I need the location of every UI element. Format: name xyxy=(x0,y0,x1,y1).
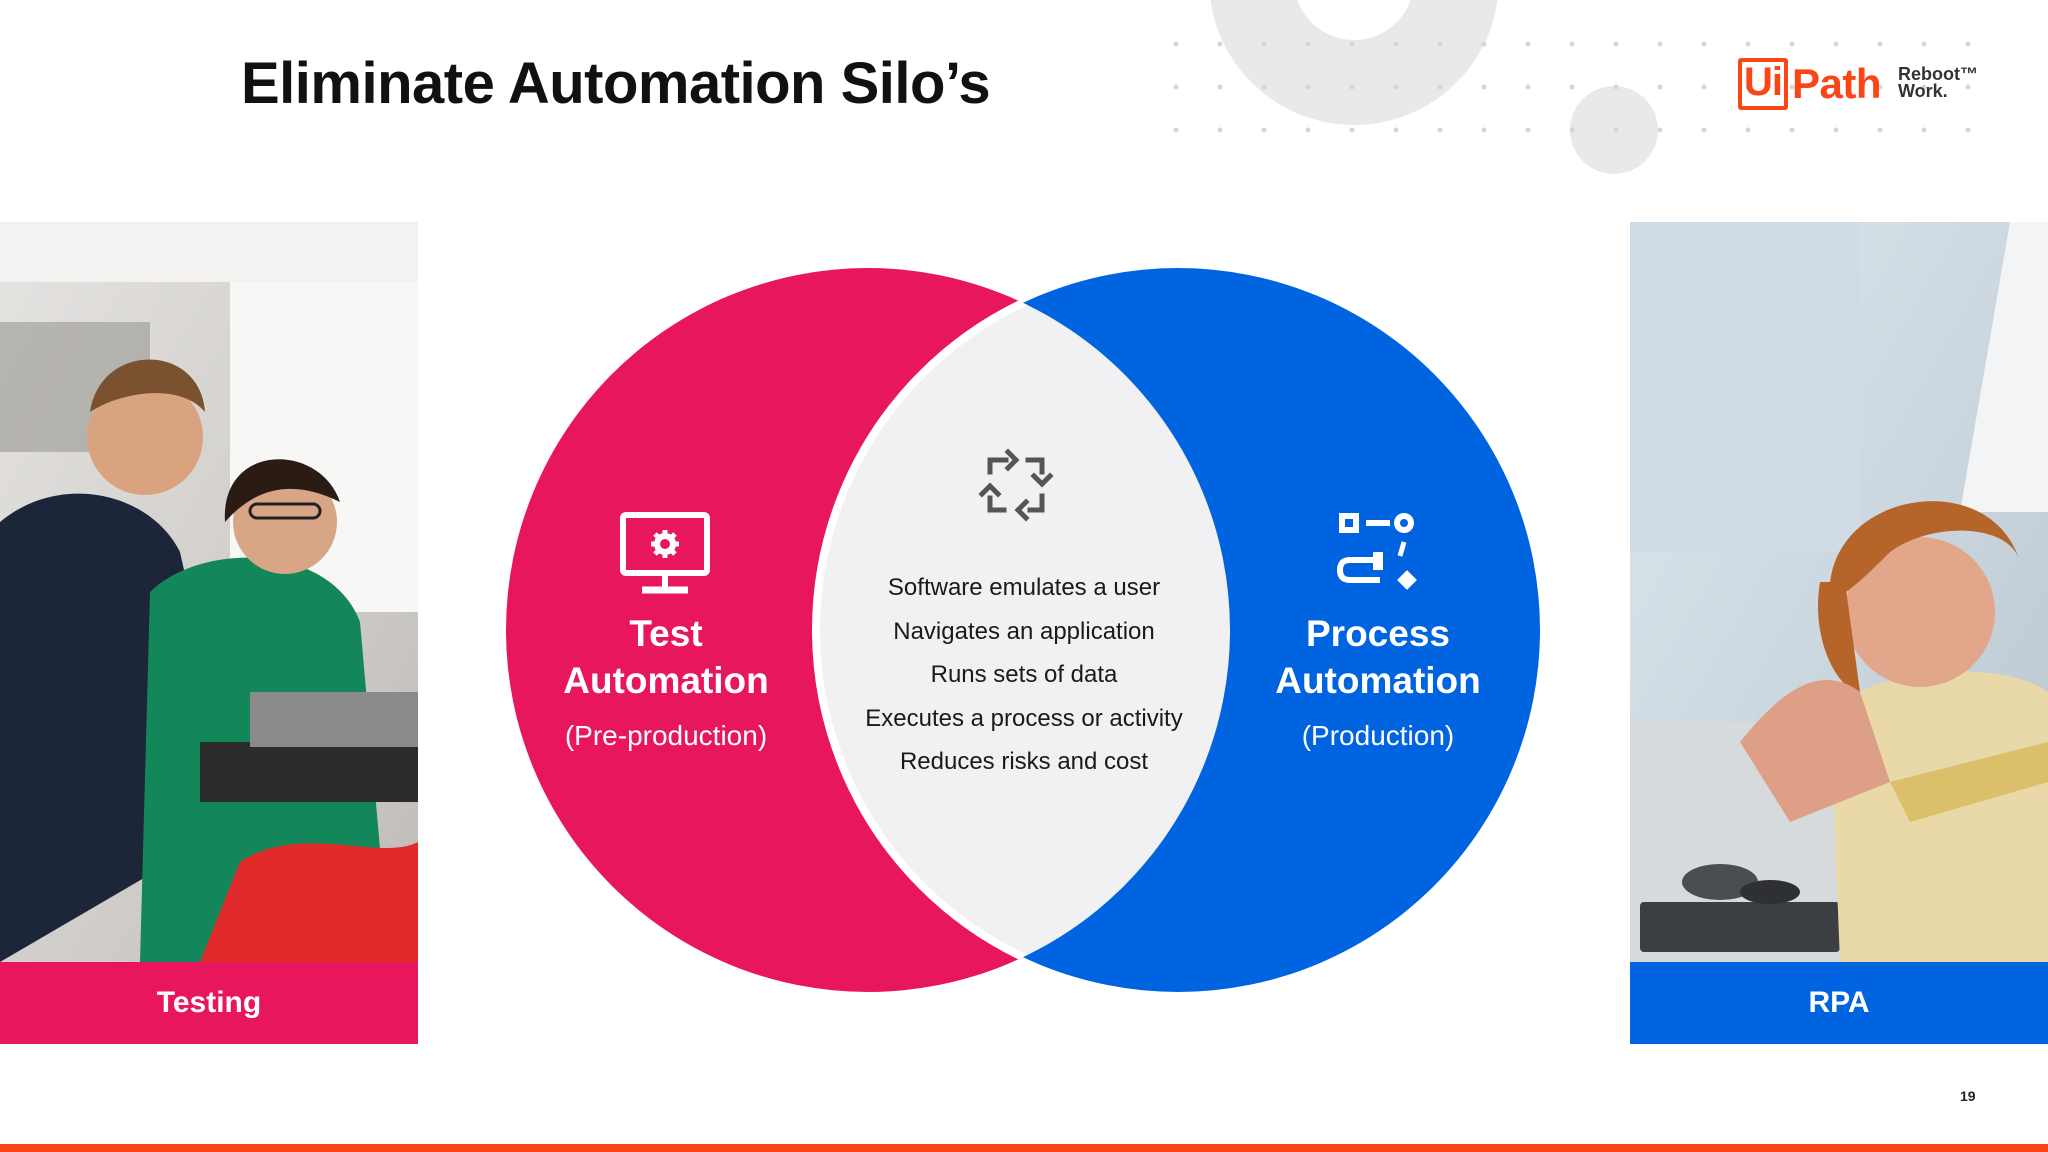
decorative-dot xyxy=(1613,41,1619,47)
decorative-dot xyxy=(1569,127,1575,133)
overlap-list: Software emulates a user Navigates an ap… xyxy=(865,574,1182,775)
process-automation-title-line1: Process xyxy=(1306,613,1450,654)
bottom-accent-bar xyxy=(0,1144,2048,1152)
decorative-dot xyxy=(1525,41,1531,47)
logo-ui-text: Ui xyxy=(1744,60,1783,104)
decorative-dot xyxy=(1921,41,1927,47)
decorative-dot xyxy=(1789,127,1795,133)
process-automation-title-line2: Automation xyxy=(1275,660,1481,701)
decorative-dot xyxy=(1525,84,1531,90)
decorative-dot xyxy=(1833,127,1839,133)
decorative-dot xyxy=(1833,41,1839,47)
decorative-dot xyxy=(1613,84,1619,90)
workflow-icon xyxy=(1336,513,1417,590)
decorative-dot xyxy=(1701,127,1707,133)
test-automation-title-line2: Automation xyxy=(563,660,769,701)
logo-path-text: Path xyxy=(1792,60,1882,107)
testing-label: Testing xyxy=(0,962,418,1044)
decorative-dot xyxy=(1393,84,1399,90)
decorative-dot xyxy=(1305,127,1311,133)
decorative-dot xyxy=(1569,84,1575,90)
decorative-dot xyxy=(1261,41,1267,47)
decorative-dot xyxy=(1569,41,1575,47)
decorative-dot xyxy=(1481,84,1487,90)
slide-title: Eliminate Automation Silo’s xyxy=(241,51,991,116)
decorative-dot xyxy=(1833,84,1839,90)
decorative-dot xyxy=(1437,41,1443,47)
monitor-gear-icon xyxy=(620,512,710,594)
decorative-dot xyxy=(1965,84,1971,90)
overlap-item: Reduces risks and cost xyxy=(900,748,1148,775)
decorative-dot xyxy=(1437,127,1443,133)
decorative-dot xyxy=(1921,84,1927,90)
overlap-item: Executes a process or activity xyxy=(865,705,1182,732)
decorative-dot xyxy=(1657,84,1663,90)
decorative-dot xyxy=(1393,41,1399,47)
testing-team-photo xyxy=(0,222,418,962)
decorative-dot xyxy=(1261,127,1267,133)
page-number: 19 xyxy=(1960,1088,1976,1104)
decorative-dot xyxy=(1261,84,1267,90)
decorative-dot xyxy=(1349,127,1355,133)
decorative-dot xyxy=(1789,41,1795,47)
rpa-label: RPA xyxy=(1630,962,2048,1044)
decorative-dot xyxy=(1789,84,1795,90)
decorative-dot xyxy=(1393,127,1399,133)
decorative-dot xyxy=(1657,41,1663,47)
overlap-item: Software emulates a user xyxy=(888,574,1160,601)
decorative-dots-pattern xyxy=(1173,0,1971,174)
decorative-dot xyxy=(1877,127,1883,133)
decorative-dot xyxy=(1481,127,1487,133)
cycle-arrows-icon xyxy=(978,448,1054,522)
decorative-dot xyxy=(1217,84,1223,90)
overlap-item: Navigates an application xyxy=(893,618,1155,645)
decorative-dot xyxy=(1701,84,1707,90)
decorative-dot xyxy=(1745,127,1751,133)
decorative-dot xyxy=(1525,127,1531,133)
process-automation-subtitle: (Production) xyxy=(1302,720,1455,751)
decorative-dot xyxy=(1481,41,1487,47)
decorative-dot xyxy=(1217,41,1223,47)
decorative-dot xyxy=(1745,41,1751,47)
overlap-region xyxy=(816,268,1230,992)
decorative-dot xyxy=(1305,41,1311,47)
decorative-dot xyxy=(1173,84,1179,90)
decorative-dot xyxy=(1217,127,1223,133)
decorative-dot xyxy=(1305,84,1311,90)
venn-diagram: Test Automation (Pre-production) Process… xyxy=(506,268,1540,992)
decorative-dot xyxy=(1877,84,1883,90)
decorative-dot xyxy=(1657,127,1663,133)
decorative-dot xyxy=(1965,127,1971,133)
decorative-dot xyxy=(1437,84,1443,90)
logo-ui-box xyxy=(1738,58,1788,110)
decorative-dot xyxy=(1173,127,1179,133)
test-automation-title-line1: Test xyxy=(629,613,702,654)
test-automation-subtitle: (Pre-production) xyxy=(565,720,767,751)
overlap-item: Runs sets of data xyxy=(931,661,1118,688)
decorative-dot xyxy=(1921,127,1927,133)
logo-tagline: Reboot™ Work. xyxy=(1898,64,1978,101)
decorative-dot xyxy=(1613,127,1619,133)
decorative-dot xyxy=(1877,41,1883,47)
decorative-dot xyxy=(1349,41,1355,47)
decorative-dot xyxy=(1965,41,1971,47)
decorative-dot xyxy=(1173,41,1179,47)
rpa-worker-photo xyxy=(1630,222,2048,962)
decorative-dot xyxy=(1745,84,1751,90)
decorative-dot xyxy=(1349,84,1355,90)
decorative-dot xyxy=(1701,41,1707,47)
